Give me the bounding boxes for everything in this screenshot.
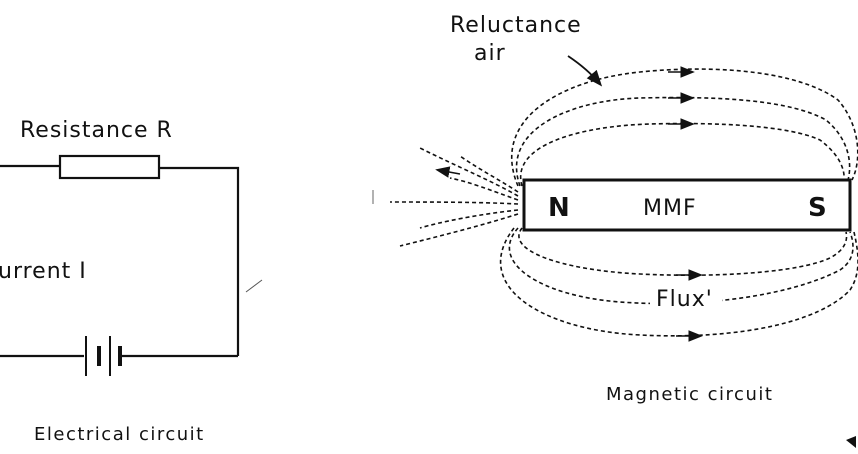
fan-arrow bbox=[435, 166, 461, 178]
bar-magnet bbox=[522, 178, 852, 232]
flux-fan-6 bbox=[459, 155, 519, 193]
south-pole-label: S bbox=[808, 193, 827, 223]
flux-label-backdrop bbox=[650, 284, 722, 310]
flux-fan-5 bbox=[399, 213, 519, 247]
right-wire bbox=[159, 166, 240, 356]
battery-symbol bbox=[85, 336, 122, 376]
flux-line-top-inner bbox=[519, 122, 845, 187]
corner-mark bbox=[846, 436, 856, 448]
flux-label: Flux' bbox=[656, 287, 713, 312]
north-pole-label: N bbox=[548, 193, 570, 223]
magnetic-circuit: N MMF S Reluctance air Flux' Magnetic ci… bbox=[372, 13, 858, 448]
flux-fan-1 bbox=[419, 147, 519, 197]
current-label: urrent I bbox=[0, 259, 87, 284]
air-label: air bbox=[474, 41, 506, 66]
resistance-label: Resistance R bbox=[20, 118, 173, 143]
flux-line-top-middle bbox=[515, 96, 851, 187]
scan-mark bbox=[245, 279, 263, 293]
flux-fan-3 bbox=[389, 201, 519, 205]
reluctance-leader-arrow bbox=[567, 55, 603, 87]
magnetic-caption: Magnetic circuit bbox=[606, 384, 773, 405]
reluctance-label: Reluctance bbox=[450, 13, 582, 38]
resistor bbox=[58, 154, 161, 180]
flux-fan-2 bbox=[449, 177, 519, 201]
flux-line-top-outer bbox=[511, 68, 858, 187]
flux-line-bottom-middle bbox=[508, 227, 854, 305]
flux-fan-4 bbox=[419, 209, 519, 229]
flux-line-bottom-outer bbox=[499, 227, 858, 337]
mmf-label: MMF bbox=[643, 196, 697, 221]
flux-line-bottom-inner bbox=[518, 227, 848, 277]
electrical-circuit: Resistance R urrent I Electrical circuit bbox=[0, 118, 263, 445]
electrical-caption: Electrical circuit bbox=[34, 424, 205, 445]
